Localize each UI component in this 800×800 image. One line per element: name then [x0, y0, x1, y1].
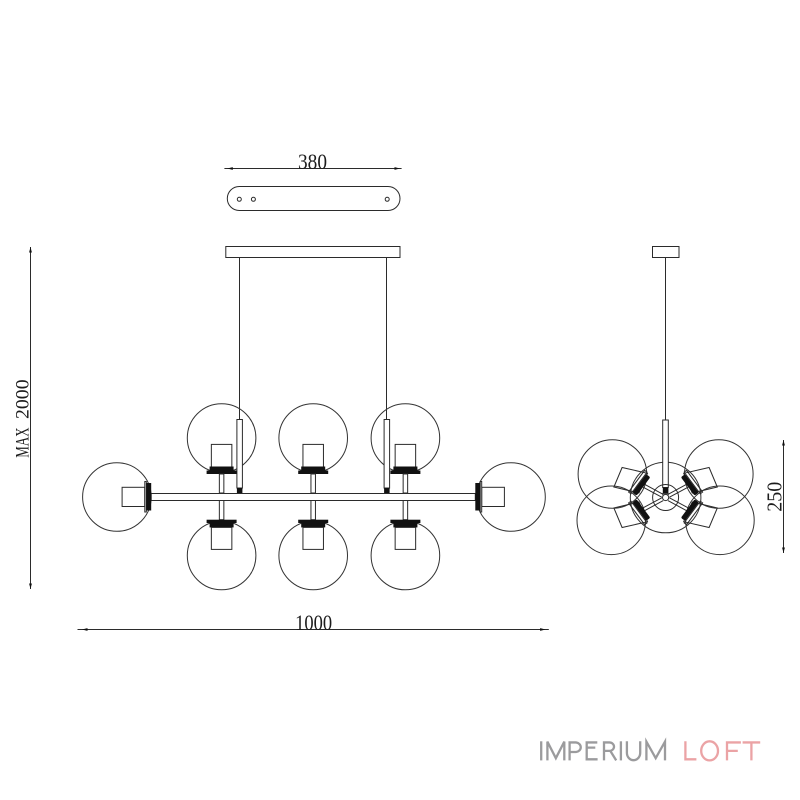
svg-text:380: 380 — [298, 149, 327, 174]
svg-text:250: 250 — [763, 482, 787, 512]
svg-text:2000: 2000 — [13, 379, 34, 419]
svg-text:1000: 1000 — [295, 610, 332, 635]
svg-text:MAX: MAX — [13, 427, 34, 457]
